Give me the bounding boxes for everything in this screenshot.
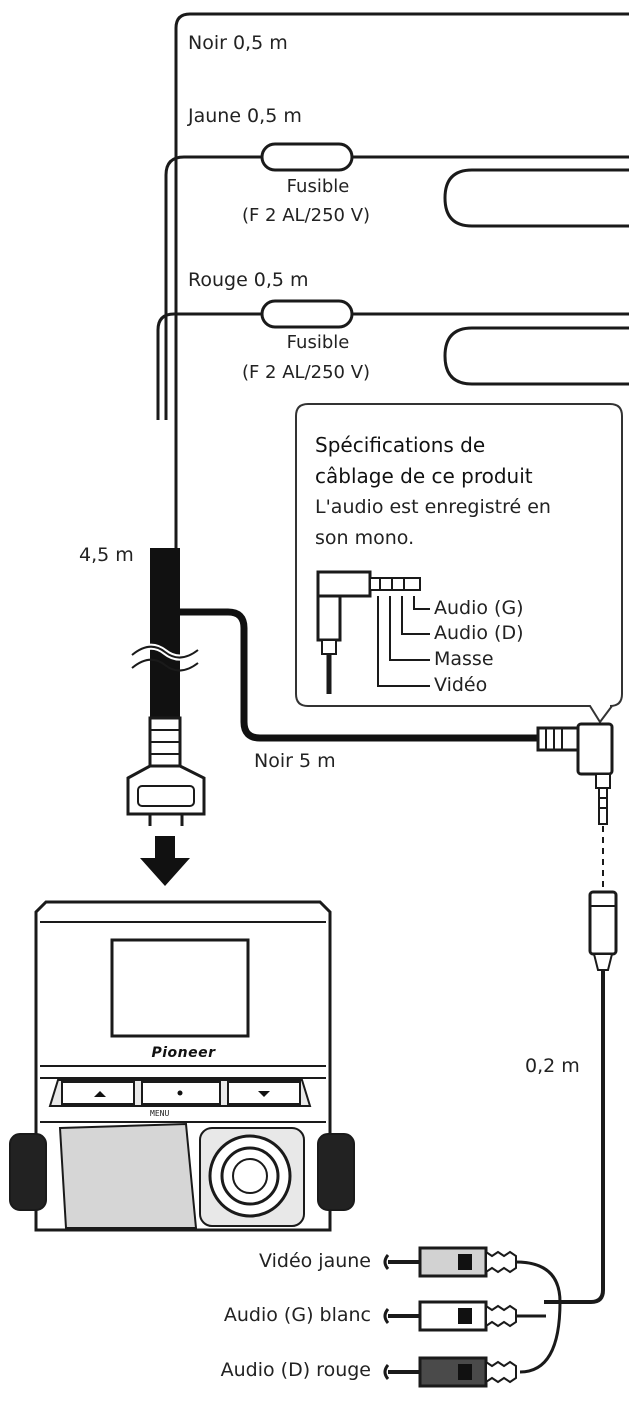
adapter-length: 0,2 m xyxy=(525,1055,580,1077)
pin-video: Vidéo xyxy=(434,674,488,696)
callout-title: Spécifications de câblage de ce produit xyxy=(315,433,533,488)
power-connector xyxy=(126,716,206,826)
main-cable-length: 4,5 m xyxy=(79,544,134,566)
fuse-2-rating: (F 2 AL/250 V) xyxy=(241,362,371,383)
fuse-2-label: Fusible xyxy=(286,332,350,353)
brand-logo: Pioneer xyxy=(151,1045,216,1061)
pin-audio-right: Audio (D) xyxy=(434,622,524,644)
rca-label-video: Vidéo jaune xyxy=(259,1250,371,1272)
red-wire xyxy=(156,312,264,420)
rca-plug-video xyxy=(383,1246,517,1278)
av-cable-label: Noir 5 m xyxy=(254,750,336,772)
fuse-1-label: Fusible xyxy=(286,176,350,197)
fuse-1-rating: (F 2 AL/250 V) xyxy=(241,205,371,226)
rca-plug-audio-right xyxy=(383,1356,517,1388)
dashcam-device xyxy=(9,900,355,1232)
av-plug xyxy=(536,722,614,825)
wire-loop-1 xyxy=(443,168,629,228)
rca-label-audio-left: Audio (G) blanc xyxy=(223,1304,371,1326)
device-screen xyxy=(110,938,250,1038)
rca-label-audio-right: Audio (D) rouge xyxy=(220,1359,371,1381)
av-cable xyxy=(180,608,540,742)
pin-ground: Masse xyxy=(434,648,494,670)
pin-audio-left: Audio (G) xyxy=(434,597,524,619)
adapter-socket xyxy=(544,890,618,1304)
yellow-wire-label: Jaune 0,5 m xyxy=(188,105,302,127)
fuse-2 xyxy=(260,299,354,329)
rca-plug-audio-left xyxy=(383,1300,517,1332)
callout-body: L'audio est enregistré en son mono. xyxy=(315,496,551,549)
black-wire-label: Noir 0,5 m xyxy=(188,32,288,54)
yellow-wire xyxy=(164,155,264,420)
black-wire-top xyxy=(174,12,629,110)
down-arrow xyxy=(140,836,190,886)
plug-diagram xyxy=(316,570,430,694)
mode-label: MENU xyxy=(150,1109,170,1118)
main-cable xyxy=(150,548,180,718)
wire-loop-2 xyxy=(443,326,629,386)
fuse-1 xyxy=(260,142,354,172)
red-wire-label: Rouge 0,5 m xyxy=(188,269,309,291)
